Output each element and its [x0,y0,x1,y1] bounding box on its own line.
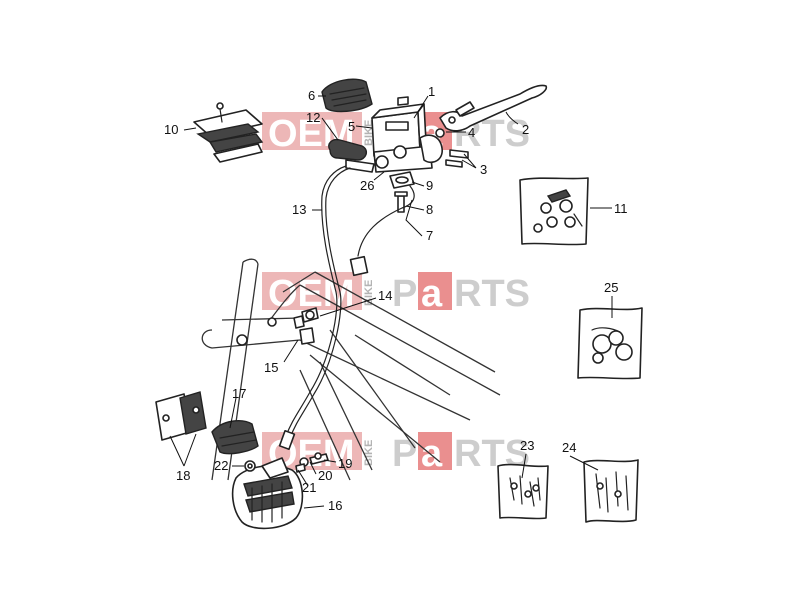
callout-17: 17 [232,386,246,401]
callout-11: 11 [614,201,628,216]
hose-clamp [293,307,319,345]
watermark-p-text: P [392,433,417,475]
switch-cable [349,185,415,277]
callout-7: 7 [426,228,433,243]
callout-4: 4 [468,125,475,140]
watermark-a-text: a [421,433,443,475]
leader-lines [169,95,613,509]
kit-bag-25 [577,307,643,380]
master-cylinder-assembly [328,96,469,173]
grip-rubber [328,138,368,161]
watermark-middle: OEM BIKE P a RTS [262,272,530,315]
callouts: 1 2 3 4 5 6 7 8 9 10 11 12 13 14 15 16 1… [164,84,628,513]
connector-icon [349,255,369,277]
brake-caliper [231,457,304,530]
callout-12: 12 [306,110,320,125]
callout-15: 15 [264,360,278,375]
callout-19: 19 [338,456,352,471]
callout-14: 14 [378,288,392,303]
callout-24: 24 [562,440,576,455]
callout-18: 18 [176,468,190,483]
frame-bolt-icon [267,317,277,327]
watermark-bike-text: BIKE [363,440,375,466]
kit-bag-23 [497,463,549,520]
brake-hose [278,165,351,451]
callout-3: 3 [480,162,487,177]
callout-25: 25 [604,280,618,295]
callout-20: 20 [318,468,332,483]
bolt-icon [449,149,469,159]
reservoir-cover [321,78,373,113]
callout-8: 8 [426,202,433,217]
bolt-icon [445,159,463,168]
kit-bag-11 [519,177,589,246]
callout-13: 13 [292,202,306,217]
callout-6: 6 [308,88,315,103]
pin-icon [435,128,445,138]
watermark-a-text: a [421,273,443,315]
lever-clamp [419,134,443,164]
brake-pads-top [193,102,264,163]
callout-21: 21 [302,480,316,495]
cap-screw-icon [397,96,409,106]
callout-10: 10 [164,122,178,137]
watermark-p-text: P [392,273,417,315]
frame-bolt-icon [236,334,248,346]
callout-2: 2 [522,122,529,137]
callout-22: 22 [214,458,228,473]
watermark-rts-text: RTS [454,273,530,315]
callout-1: 1 [428,84,435,99]
callout-16: 16 [328,498,342,513]
caliper-hardware [244,452,329,473]
callout-5: 5 [348,119,355,134]
brake-lever [439,84,548,132]
caliper-pads [155,391,207,441]
callout-26: 26 [360,178,374,193]
callout-23: 23 [520,438,534,453]
pump-body [373,145,433,173]
callout-9: 9 [426,178,433,193]
kit-bag-24 [583,459,639,523]
caliper-shim [211,420,259,455]
